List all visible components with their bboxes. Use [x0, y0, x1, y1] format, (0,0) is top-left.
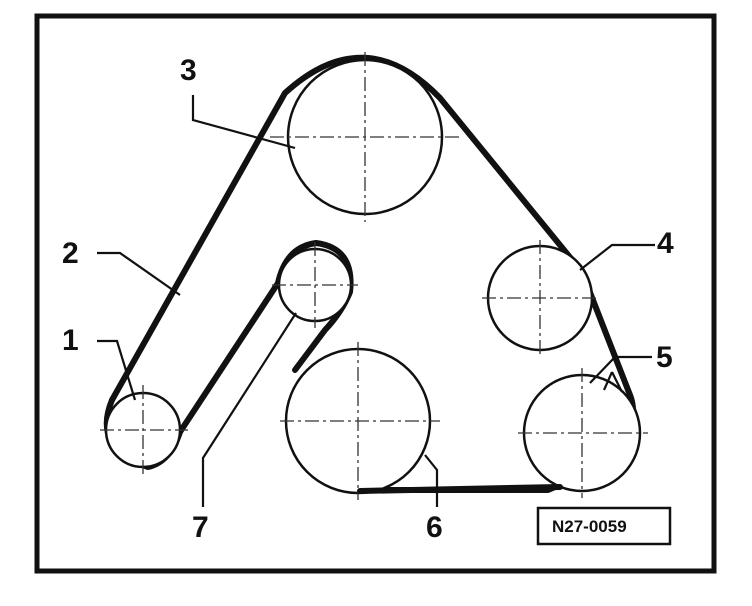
callout-3: 3 — [180, 54, 197, 87]
tensioner-arrow-icon — [602, 371, 623, 393]
leader-line-7 — [201, 312, 297, 507]
reference-code: N27-0059 — [552, 517, 627, 536]
reference-code-box — [536, 506, 672, 546]
diagram-frame — [34, 13, 717, 574]
callout-1: 1 — [62, 324, 79, 357]
leader-line-3 — [191, 95, 296, 150]
callout-6: 6 — [426, 511, 443, 544]
callout-7: 7 — [192, 511, 209, 544]
leader-line-5 — [589, 355, 652, 384]
callout-2: 2 — [62, 237, 79, 270]
leader-line-2 — [97, 251, 181, 296]
drive-belt-bottom-run — [357, 484, 563, 494]
callout-5: 5 — [656, 341, 673, 374]
callout-4: 4 — [657, 227, 674, 260]
leader-line-1 — [97, 339, 137, 401]
leader-line-4 — [579, 243, 655, 271]
leader-line-6 — [424, 454, 439, 507]
